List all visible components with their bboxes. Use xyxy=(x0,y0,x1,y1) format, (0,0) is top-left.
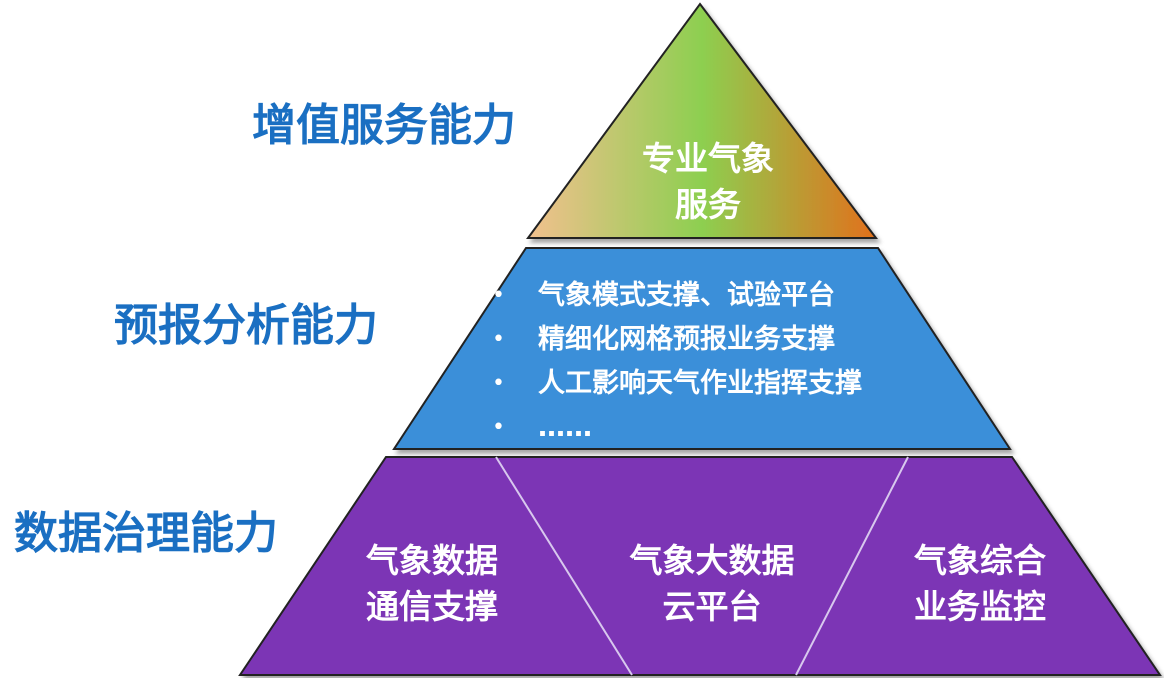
bullet-dot-1: • xyxy=(492,283,505,308)
bottom-right-line-2: 业务监控 xyxy=(914,587,1046,626)
bullet-dot-3: • xyxy=(492,371,505,396)
bottom-divider-left xyxy=(495,456,633,676)
middle-bullet-2: 精细化网格预报业务支撑 xyxy=(538,323,835,355)
bottom-center-line-1: 气象大数据 xyxy=(630,541,795,580)
bottom-tier-trapezoid xyxy=(238,456,1162,676)
bottom-left-line-1: 气象数据 xyxy=(366,541,498,580)
bottom-divider-right xyxy=(795,456,909,676)
middle-bullet-3: 人工影响天气作业指挥支撑 xyxy=(538,367,862,399)
bottom-center-line-2: 云平台 xyxy=(663,587,762,626)
bullet-dot-4: • xyxy=(492,415,505,440)
bottom-right-line-1: 气象综合 xyxy=(914,541,1046,580)
label-value-added-services: 增值服务能力 xyxy=(252,100,516,151)
middle-bullet-1: 气象模式支撑、试验平台 xyxy=(537,279,835,311)
middle-bullet-4: …… xyxy=(538,412,592,443)
label-data-governance: 数据治理能力 xyxy=(14,508,278,559)
top-tier-line-1: 专业气象 xyxy=(642,139,774,178)
bottom-left-line-2: 通信支撑 xyxy=(366,587,498,626)
middle-tier-trapezoid xyxy=(392,247,1012,450)
label-forecast-analysis: 预报分析能力 xyxy=(114,300,378,351)
bullet-dot-2: • xyxy=(492,327,505,352)
top-tier-triangle xyxy=(526,2,879,239)
top-tier-line-2: 服务 xyxy=(675,185,741,224)
